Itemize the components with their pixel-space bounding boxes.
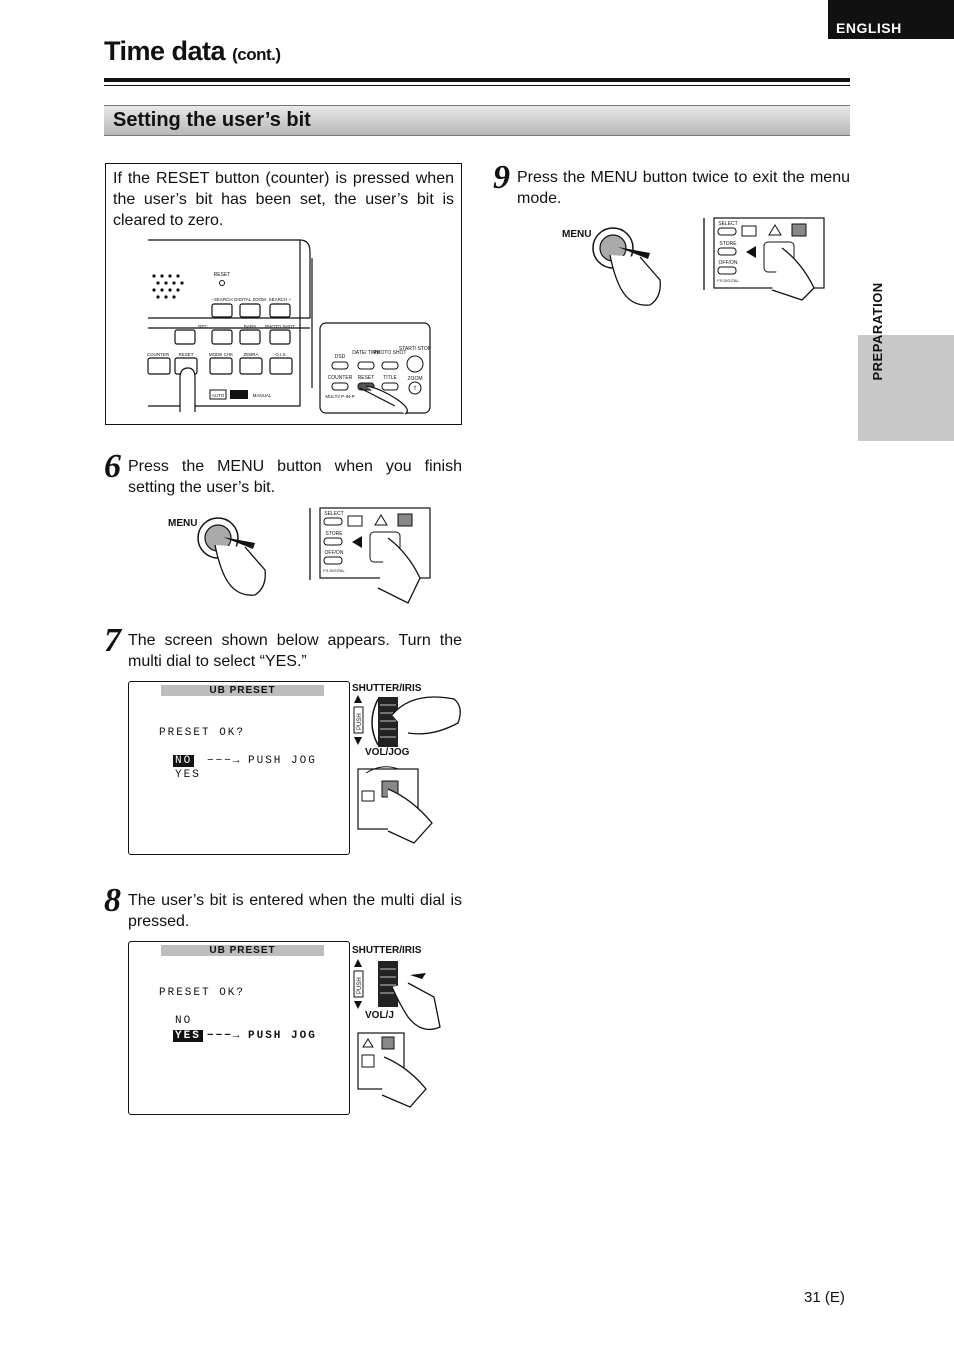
step-7-push-jog: PUSH JOG: [248, 755, 317, 767]
title-text: Time data: [104, 36, 226, 66]
step-7-screen-head: UB PRESET: [161, 685, 324, 696]
section-title: Setting the user’s bit: [113, 109, 311, 131]
label-multi: MULTI/ P-IN-P: [325, 394, 354, 399]
step-7-number: 7: [104, 622, 121, 659]
step-8-screen: UB PRESET PRESET OK? NO YES −−−→ PUSH JO…: [128, 941, 350, 1115]
label-zoom: ZOOM: [408, 376, 423, 382]
step-9-menu-label: MENU: [562, 229, 592, 240]
camera-illustration: RESET −SEARCH DIGITAL ZOOM SEARCH + REC …: [147, 239, 432, 415]
step-8-dial-bottom-label: VOL/J: [365, 1010, 394, 1021]
step-7-question: PRESET OK?: [159, 727, 246, 739]
label-zoom-t: T: [413, 386, 416, 392]
step-8-dial-top-label: SHUTTER/IRIS: [352, 945, 422, 956]
label-zebra: ZEBRA: [243, 352, 258, 357]
step-8-text: The user’s bit is entered when the multi…: [128, 892, 462, 930]
step-7-arrow: −−−→: [207, 755, 242, 767]
step-8-option-no: NO: [175, 1015, 193, 1027]
label-mode-chk: MODE CHK: [209, 352, 233, 357]
step-6-number: 6: [104, 448, 121, 485]
side-tab: PREPARATION: [858, 282, 954, 441]
label-dsd: DSD: [335, 354, 346, 360]
language-label: ENGLISH: [836, 20, 902, 36]
step-9-menu-press-illustration: [592, 227, 661, 306]
title-rule-thin: [104, 85, 850, 86]
step-9-panel-illustration: SELECT STORE OFF/ON FS DIGITAL: [703, 217, 825, 301]
section-header: Setting the user’s bit: [104, 105, 850, 136]
step-8-dial-illustration: PUSH: [353, 959, 441, 1108]
step-7-no-highlight: NO: [173, 755, 195, 767]
panel-select-label-2: SELECT: [718, 221, 737, 227]
step-9-text: Press the MENU button twice to exit the …: [517, 169, 850, 207]
label-bars: BARS: [244, 324, 256, 329]
panel-store-label-2: STORE: [719, 241, 737, 247]
panel-fsdigital-label: FS DIGITAL: [323, 568, 345, 573]
step-8-screen-head: UB PRESET: [161, 945, 324, 956]
step-8-number: 8: [104, 882, 121, 919]
label-start-stop: START/ STOP: [399, 346, 432, 352]
panel-select-label: SELECT: [324, 511, 343, 517]
step-7-push-label: PUSH: [357, 713, 363, 730]
step-6-panel-illustration: SELECT STORE OFF/ON FS DIGITAL: [309, 507, 431, 604]
label-reset2: RESET: [178, 352, 193, 357]
side-tab-label: PREPARATION: [870, 282, 885, 381]
label-date-time: DATE/ TIME: [352, 350, 380, 356]
step-8-question: PRESET OK?: [159, 987, 246, 999]
step-7-dial-bottom-label: VOL/JOG: [365, 747, 410, 758]
page-title: Time data (cont.): [104, 36, 281, 67]
label-search-minus: −SEARCH: [211, 297, 232, 302]
label-reset3: RESET: [358, 375, 375, 381]
page-number: 31 (E): [804, 1289, 845, 1306]
label-digital-zoom: DIGITAL ZOOM: [234, 297, 266, 302]
step-7-dial-top-label: SHUTTER/IRIS: [352, 683, 422, 694]
label-reset: RESET: [214, 272, 231, 278]
panel-offon-label: OFF/ON: [325, 550, 344, 556]
step-7-dial-illustration: PUSH: [353, 695, 461, 844]
step-6-menu-press-illustration: [197, 517, 266, 596]
step-9-number: 9: [493, 159, 510, 196]
step-8-option-yes: YES: [173, 1030, 203, 1042]
panel-offon-label-2: OFF/ON: [719, 260, 738, 266]
label-counter2: COUNTER: [328, 375, 353, 381]
label-photo-shot2: PHOTO SHOT: [374, 350, 407, 356]
note-box: [105, 163, 462, 425]
panel-fsdigital-label-2: FS DIGITAL: [717, 278, 739, 283]
step-8-push-label: PUSH: [357, 977, 363, 994]
step-8-yes-highlight: YES: [173, 1030, 203, 1042]
label-title: TITLE: [383, 375, 397, 381]
label-search-plus: SEARCH +: [269, 297, 292, 302]
step-7-option-yes: YES: [175, 769, 201, 781]
label-auto: AUTO: [212, 393, 225, 398]
step-6-menu-label: MENU: [168, 518, 198, 529]
step-8-arrow: −−−→: [207, 1030, 242, 1042]
step-6-text: Press the MENU button when you finish se…: [128, 458, 462, 496]
label-rec: REC: [198, 324, 208, 329]
step-8-push-jog: PUSH JOG: [248, 1030, 317, 1042]
note-text: If the RESET button (counter) is pressed…: [113, 170, 454, 229]
title-cont: (cont.): [232, 45, 281, 64]
step-7-option-no: NO: [173, 755, 195, 767]
step-7-screen: UB PRESET PRESET OK? NO −−−→ PUSH JOG YE…: [128, 681, 350, 855]
title-rule-thick: [104, 78, 850, 82]
label-counter: COUNTER: [147, 352, 170, 357]
label-photo-shot: PHOTO SHOT: [265, 324, 295, 329]
label-manual: MANUAL: [253, 393, 272, 398]
panel-store-label: STORE: [325, 531, 343, 537]
step-7-text: The screen shown below appears. Turn the…: [128, 632, 462, 670]
label-ois: O.I.S.: [275, 352, 287, 357]
language-tab: ENGLISH: [828, 0, 954, 39]
